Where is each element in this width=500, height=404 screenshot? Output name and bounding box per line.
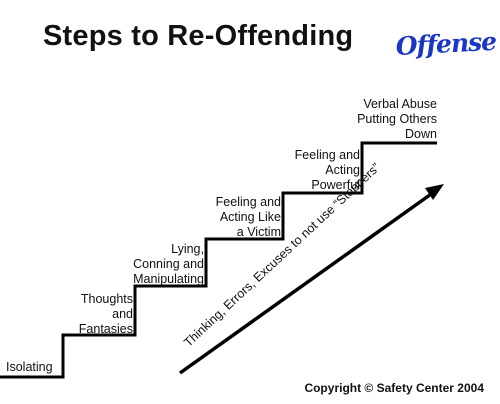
page-title: Steps to Re-Offending: [43, 20, 354, 52]
step-line: Isolating: [6, 360, 53, 374]
step-line: Feeling and: [215, 195, 281, 209]
step-line: and: [112, 307, 133, 321]
step-line: Fantasies: [78, 322, 133, 336]
step-line: Lying,: [171, 242, 204, 256]
step-line: a Victim: [236, 225, 281, 239]
step-label-lying: Lying, Conning and Manipulating: [133, 242, 204, 287]
step-label-thoughts: Thoughts and Fantasies: [79, 292, 133, 337]
step-label-isolating: Isolating: [6, 360, 53, 375]
step-label-powerful: Feeling and Acting Powerful: [295, 148, 360, 193]
step-line: Thoughts: [80, 292, 133, 306]
step-line: Powerful: [311, 178, 360, 192]
progress-arrow-head: [425, 184, 444, 200]
step-line: Feeling and: [294, 148, 360, 162]
step-line: Acting: [325, 163, 360, 177]
step-line: Acting Like: [219, 210, 281, 224]
step-line: Manipulating: [133, 272, 204, 286]
step-line: Verbal Abuse: [363, 97, 437, 111]
step-line: Conning and: [133, 257, 204, 271]
step-label-victim: Feeling and Acting Like a Victim: [216, 195, 281, 240]
step-line: Down: [405, 127, 437, 141]
step-line: Putting Others: [357, 112, 437, 126]
copyright-notice: Copyright © Safety Center 2004: [304, 381, 484, 395]
staircase-line: [0, 141, 437, 379]
progress-arrow-shaft: [178, 190, 436, 375]
step-label-verbal-abuse: Verbal Abuse Putting Others Down: [357, 97, 437, 142]
